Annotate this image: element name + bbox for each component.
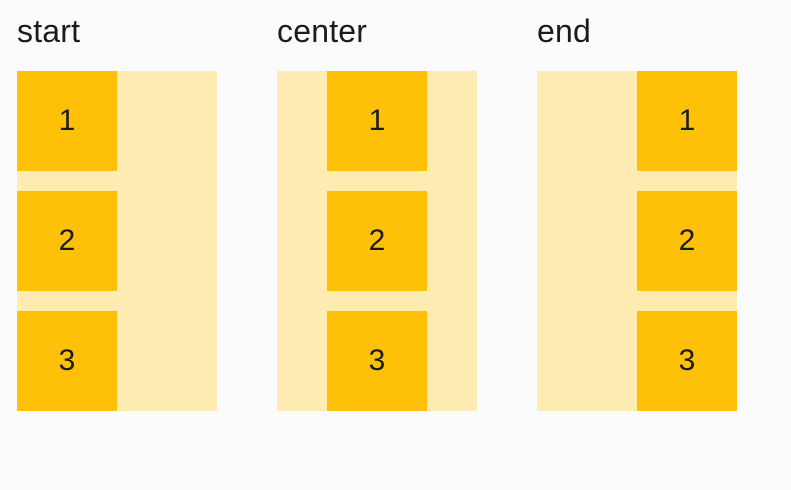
flex-item-1: 1 (17, 71, 117, 171)
example-end-label: end (537, 13, 591, 49)
flex-item-1: 1 (637, 71, 737, 171)
example-center-label: center (277, 13, 368, 49)
example-start-label: start (17, 13, 81, 49)
flex-item-2: 2 (17, 191, 117, 291)
flex-container-start: 1 2 3 (17, 71, 217, 411)
flex-item-3: 3 (637, 311, 737, 411)
flex-container-center: 1 2 3 (277, 71, 477, 411)
example-center: center 1 2 3 (277, 12, 477, 411)
flex-container-end: 1 2 3 (537, 71, 737, 411)
flex-item-3: 3 (17, 311, 117, 411)
flex-item-3: 3 (327, 311, 427, 411)
flex-item-2: 2 (327, 191, 427, 291)
alignment-examples: start 1 2 3 center 1 2 3 end 1 2 3 (17, 12, 737, 411)
flex-item-2: 2 (637, 191, 737, 291)
example-start: start 1 2 3 (17, 12, 217, 411)
example-end: end 1 2 3 (537, 12, 737, 411)
flex-item-1: 1 (327, 71, 427, 171)
